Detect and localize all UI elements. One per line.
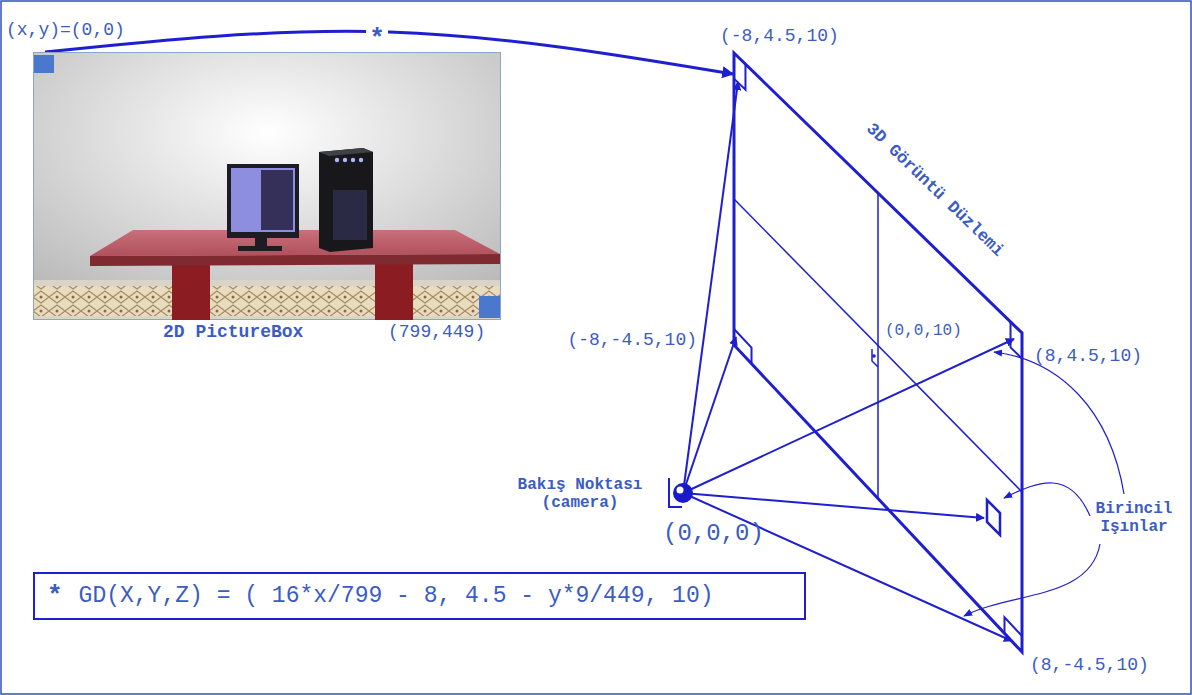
- table-leg: [172, 264, 210, 320]
- picture-frame: [34, 53, 501, 320]
- leader-lines: [964, 352, 1124, 616]
- edge-label: *: [366, 26, 388, 52]
- monitor-screen: [231, 168, 295, 232]
- formula-box: * GD(X,Y,Z) = ( 16*x/799 - 8, 4.5 - y*9/4…: [33, 572, 806, 620]
- corner-coord: (8,-4.5,10): [1030, 655, 1149, 676]
- corner-coord: (8,4.5,10): [1034, 346, 1142, 367]
- floor: [33, 280, 501, 320]
- primary-rays-part: [683, 337, 736, 493]
- table-leg: [375, 264, 413, 320]
- pc-light: [359, 158, 363, 162]
- right-angle-mark: [1004, 617, 1022, 636]
- pc-tower: [333, 190, 367, 240]
- pc-tower: [319, 148, 373, 252]
- primary-rays-part: [683, 339, 1014, 493]
- monitor-screen: [261, 170, 293, 230]
- camera-label: Bakış Noktası (camera): [500, 476, 660, 513]
- room-picture: [33, 52, 501, 320]
- center-coord: (0,0,10): [885, 322, 962, 340]
- image-plane: 3D Görüntü Düzlemi: [733, 52, 1023, 655]
- pixel-square: [987, 500, 1000, 535]
- right-angle-mark: [734, 64, 745, 90]
- wall: [33, 52, 501, 320]
- pc-light: [343, 158, 347, 162]
- plane-axis: [877, 193, 879, 498]
- right-angle-mark: [872, 349, 878, 367]
- monitor-stand: [238, 246, 282, 251]
- pc-light: [351, 158, 355, 162]
- pixel-square: [479, 296, 500, 318]
- picture-box: 2D PictureBox: [33, 52, 501, 348]
- pc-tower: [319, 148, 373, 156]
- primary-rays-part: [683, 82, 738, 493]
- pc-light: [335, 158, 339, 162]
- pixel-square: [34, 55, 54, 73]
- camera-symbol-part: [677, 487, 684, 494]
- center-dot: [872, 354, 876, 358]
- plane-title: 3D Görüntü Düzlemi: [862, 119, 1007, 260]
- camera-coord: (0,0,0): [663, 520, 764, 548]
- leader-lines-part: [994, 352, 1124, 494]
- footnote-mark: *: [47, 579, 63, 613]
- table-edge: [90, 254, 500, 266]
- end-pixel-coord: (799,449): [388, 322, 485, 343]
- camera-symbol: [669, 478, 693, 507]
- rays-label: Birincil Işınlar: [1088, 500, 1180, 537]
- camera-symbol-part: [673, 483, 693, 503]
- leader-lines-part: [964, 544, 1100, 616]
- formula-text: GD(X,Y,Z) = ( 16*x/799 - 8, 4.5 - y*9/44…: [79, 579, 714, 613]
- right-angle-mark: [734, 329, 752, 364]
- origin-pixel-coord: (x,y)=(0,0): [6, 20, 125, 41]
- corner-coord: (-8,-4.5,10): [567, 330, 697, 351]
- corner-coord: (-8,4.5,10): [720, 26, 839, 47]
- plane-quad: [734, 53, 1022, 652]
- picturebox-caption: 2D PictureBox: [163, 322, 303, 342]
- right-angle-mark: [1011, 322, 1022, 359]
- rug: [33, 286, 501, 316]
- monitor-screen: [227, 164, 299, 238]
